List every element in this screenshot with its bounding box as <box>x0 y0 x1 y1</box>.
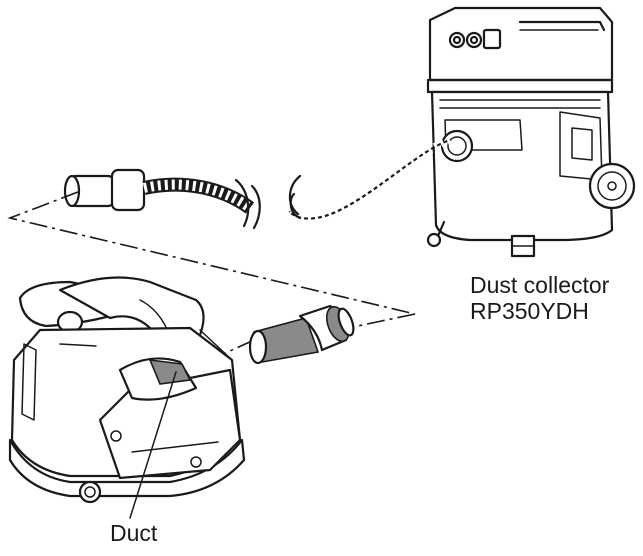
dust-collector-illustration <box>428 8 634 256</box>
collector-hose <box>290 140 450 219</box>
belt-sander-illustration <box>10 278 244 503</box>
dust-collector-label: Dust collector <box>470 272 609 299</box>
alignment-line-lower <box>348 314 415 328</box>
dust-collector-model-label: RP350YDH <box>470 298 589 325</box>
duct-label: Duct <box>110 520 157 547</box>
tool-hose <box>65 170 260 228</box>
duct-elbow <box>250 304 356 363</box>
